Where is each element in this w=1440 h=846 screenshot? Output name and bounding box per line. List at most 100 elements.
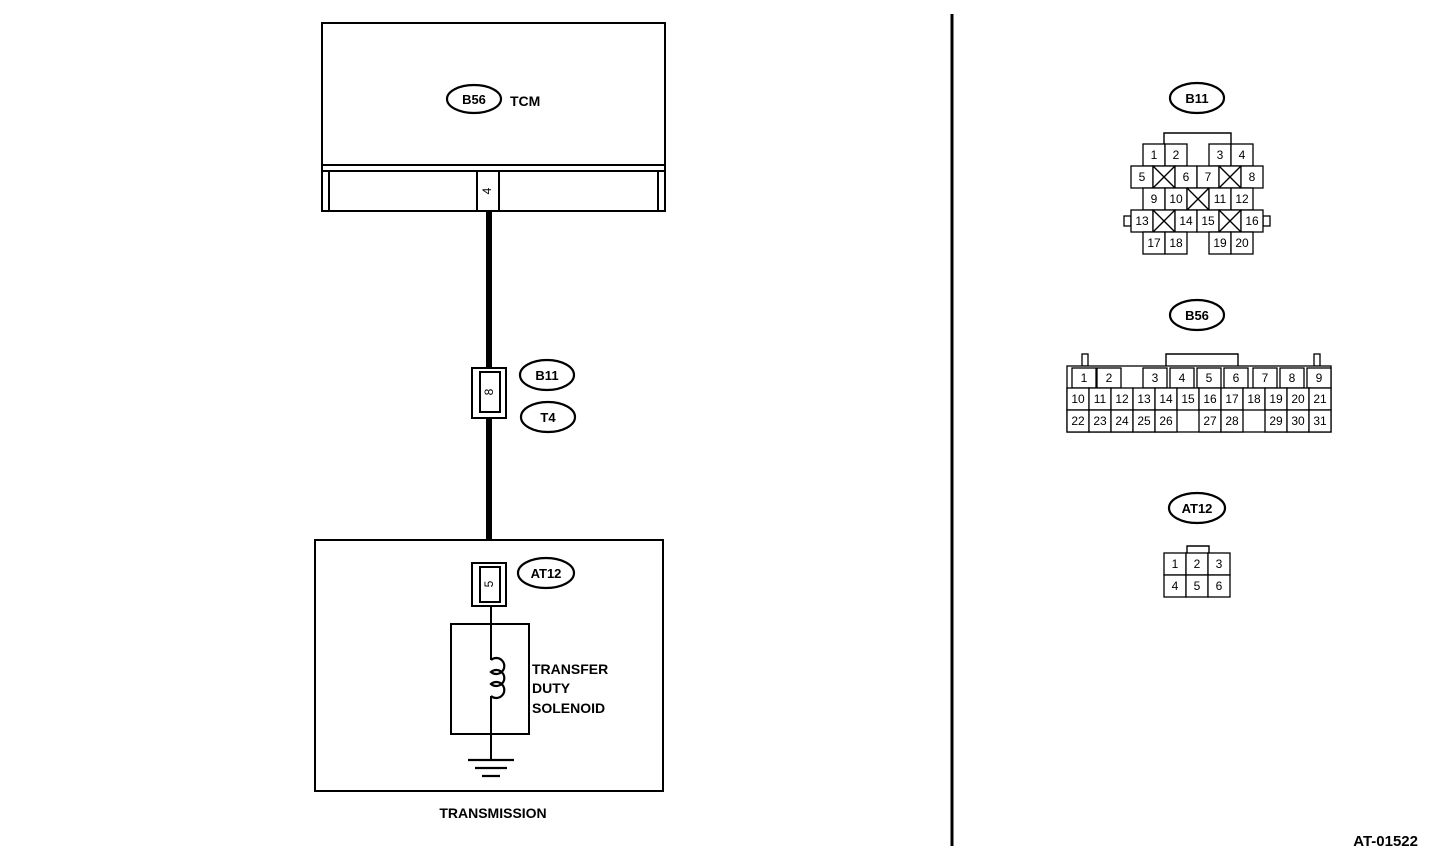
b56-pin-cell bbox=[1220, 409, 1244, 433]
b56-latch bbox=[1313, 353, 1321, 367]
ground-icon bbox=[468, 758, 514, 778]
b11-pin-label: 2 bbox=[1173, 148, 1180, 162]
solenoid-coil-icon bbox=[489, 656, 506, 700]
tcm-connector-badge bbox=[445, 83, 503, 115]
b56-pin-label: 26 bbox=[1159, 414, 1173, 428]
b11-pin-label: 9 bbox=[1151, 192, 1158, 206]
solenoid-label-line-3: SOLENOID bbox=[532, 700, 605, 716]
b11-pin-label: 15 bbox=[1201, 214, 1215, 228]
b11-pin-label: 19 bbox=[1213, 236, 1227, 250]
b56-pin-label: 12 bbox=[1115, 392, 1129, 406]
b11-view-badge bbox=[1168, 81, 1226, 115]
b56-pin-label: 7 bbox=[1262, 371, 1269, 385]
transmission-label: TRANSMISSION bbox=[439, 805, 546, 821]
at12-pin-label: 6 bbox=[1216, 579, 1223, 593]
b11-blank-pin-mark bbox=[1152, 165, 1176, 189]
b11-pin-label: 12 bbox=[1235, 192, 1249, 206]
b56-pin-label: 14 bbox=[1159, 392, 1173, 406]
b56-pin-label: 4 bbox=[1179, 371, 1186, 385]
b56-pin-cell bbox=[1154, 409, 1178, 433]
t4-connector-badge bbox=[519, 400, 577, 434]
b56-pin-label: 8 bbox=[1289, 371, 1296, 385]
solenoid-label-line-1: TRANSFER bbox=[532, 661, 608, 677]
b56-pin-label: 1 bbox=[1081, 371, 1088, 385]
b56-pin-label: 10 bbox=[1071, 392, 1085, 406]
b11-blank-pin-mark bbox=[1218, 209, 1242, 233]
b11-pin-label: 16 bbox=[1245, 214, 1259, 228]
b56-pin-label: 5 bbox=[1206, 371, 1213, 385]
b56-pin-label: 11 bbox=[1094, 392, 1107, 406]
tcm-unit: 4 B56 TCM bbox=[321, 22, 666, 212]
transmission-unit: 5 AT12 TRANSFER DUTY SOLENOID bbox=[314, 539, 664, 792]
at12-pin-label: 4 bbox=[1172, 579, 1179, 593]
b11-blank-pin-mark bbox=[1218, 165, 1242, 189]
b56-pin-label: 23 bbox=[1093, 414, 1107, 428]
b56-pin-label: 3 bbox=[1152, 371, 1159, 385]
b56-pin-label: 25 bbox=[1137, 414, 1151, 428]
b11-view-title: B11 bbox=[1185, 91, 1208, 106]
tcm-pin-number: 4 bbox=[480, 187, 494, 194]
t4-connector-id: T4 bbox=[540, 410, 556, 425]
b11-pin-cell bbox=[1230, 231, 1254, 255]
b56-pin-label: 19 bbox=[1269, 392, 1283, 406]
b56-pin-label: 17 bbox=[1225, 392, 1239, 406]
at12-pin-cell bbox=[1207, 574, 1231, 598]
b11-pin-label: 13 bbox=[1135, 214, 1149, 228]
b11-pin-label: 3 bbox=[1217, 148, 1224, 162]
b56-pin-label: 31 bbox=[1313, 414, 1327, 428]
b56-view-title: B56 bbox=[1185, 308, 1209, 323]
b56-pin-label: 30 bbox=[1291, 414, 1305, 428]
b11-pin-label: 10 bbox=[1169, 192, 1183, 206]
b56-pin-label: 13 bbox=[1137, 392, 1151, 406]
b11-pin-label: 8 bbox=[1249, 170, 1256, 184]
b56-pin-label: 2 bbox=[1106, 371, 1113, 385]
b11-pin-label: 11 bbox=[1214, 192, 1227, 206]
b11-latch bbox=[1123, 215, 1132, 227]
tcm-label: TCM bbox=[510, 93, 540, 109]
at12-connector-badge bbox=[516, 556, 576, 590]
b56-pin-label: 16 bbox=[1203, 392, 1217, 406]
b11-pin-number: 8 bbox=[482, 388, 496, 395]
b56-pin-label: 22 bbox=[1071, 414, 1085, 428]
b11-blank-pin-mark bbox=[1152, 209, 1176, 233]
b11-blank-pin-mark bbox=[1186, 187, 1210, 211]
figure-id: AT-01522 bbox=[1353, 833, 1418, 846]
b56-pin-cell bbox=[1308, 409, 1332, 433]
b11-connector-id: B11 bbox=[535, 368, 558, 383]
b56-pin-label: 24 bbox=[1115, 414, 1129, 428]
b11-pin-label: 5 bbox=[1139, 170, 1146, 184]
b56-pin-label: 18 bbox=[1247, 392, 1261, 406]
at12-pin-label: 1 bbox=[1172, 557, 1179, 571]
b56-pin-label: 15 bbox=[1181, 392, 1195, 406]
b11-latch bbox=[1262, 215, 1271, 227]
b56-key bbox=[1165, 353, 1239, 366]
at12-pin-label: 2 bbox=[1194, 557, 1201, 571]
at12-pin-label: 3 bbox=[1216, 557, 1223, 571]
b11-pin-label: 14 bbox=[1179, 214, 1193, 228]
b56-pin-label: 20 bbox=[1291, 392, 1305, 406]
b56-pin-label: 28 bbox=[1225, 414, 1239, 428]
b11-t4-inline-connector: 8 B11 T4 bbox=[471, 358, 577, 434]
b56-pin-label: 27 bbox=[1203, 414, 1217, 428]
at12-connector-id: AT12 bbox=[531, 566, 562, 581]
b11-pin-cell bbox=[1164, 231, 1188, 255]
at12-view-title: AT12 bbox=[1182, 501, 1213, 516]
solenoid-label-line-2: DUTY bbox=[532, 680, 571, 696]
b11-pin-label: 1 bbox=[1151, 148, 1158, 162]
b11-pin-label: 17 bbox=[1147, 236, 1161, 250]
b56-view-badge bbox=[1168, 298, 1226, 332]
b56-pin-label: 29 bbox=[1269, 414, 1283, 428]
b11-pin-label: 18 bbox=[1169, 236, 1183, 250]
b56-latch bbox=[1081, 353, 1089, 367]
b11-pin-label: 20 bbox=[1235, 236, 1249, 250]
b11-pin-label: 4 bbox=[1239, 148, 1246, 162]
b56-pin-label: 9 bbox=[1316, 371, 1323, 385]
b11-pin-label: 7 bbox=[1205, 170, 1212, 184]
